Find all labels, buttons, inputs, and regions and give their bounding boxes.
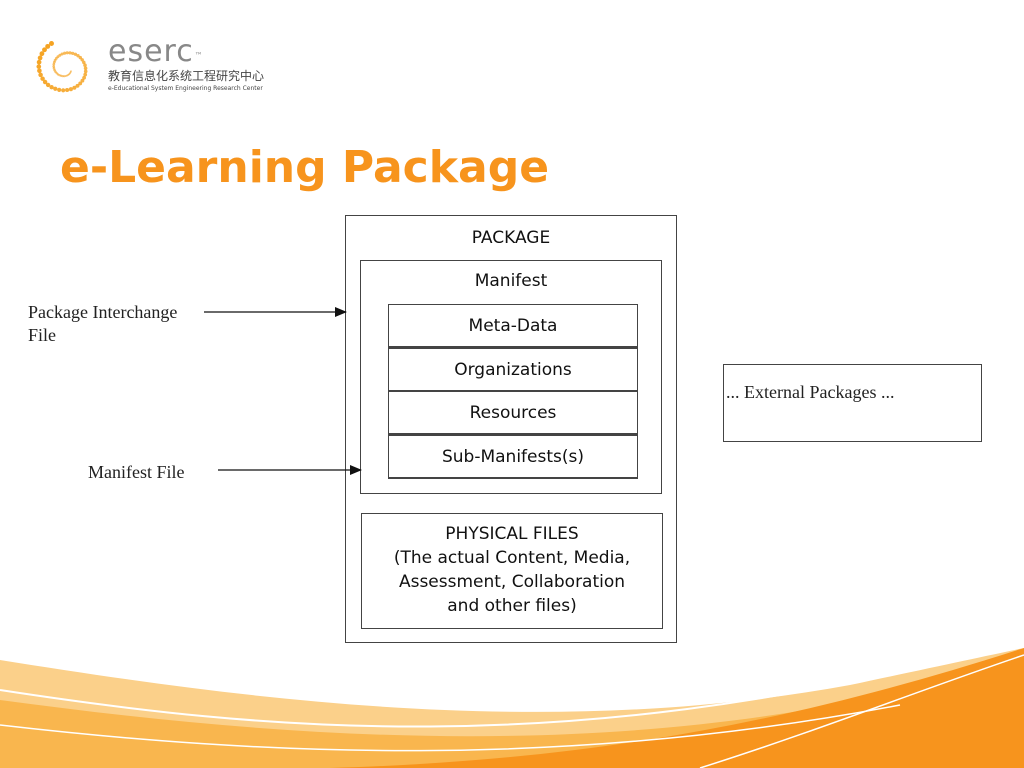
manifest-section-sub-manifests: Sub-Manifests(s) — [388, 435, 638, 479]
physical-files-line: (The actual Content, Media, — [393, 548, 631, 568]
manifest-section-label: Meta-Data — [468, 315, 558, 336]
physical-files-box: PHYSICAL FILES (The actual Content, Medi… — [361, 513, 663, 629]
logo-name: eserc — [108, 34, 194, 69]
manifest-section-label: Sub-Manifests(s) — [441, 446, 585, 467]
manifest-label: Manifest — [474, 271, 548, 291]
manifest-section-meta-data: Meta-Data — [388, 304, 638, 348]
package-interchange-label-line1: Package Interchange — [28, 302, 178, 322]
external-packages-label: ... External Packages ... — [726, 382, 895, 402]
manifest-section-resources: Resources — [388, 391, 638, 435]
external-packages-box: ... External Packages ... — [723, 364, 982, 442]
manifest-section-label: Organizations — [454, 359, 572, 380]
manifest-section-organizations: Organizations — [388, 348, 638, 392]
package-interchange-label-line2: File — [28, 325, 57, 345]
logo-chinese-name: 教育信息化系统工程研究中心 — [108, 69, 265, 83]
logo-english-name: e-Educational System Engineering Researc… — [108, 85, 263, 92]
package-label: PACKAGE — [471, 228, 551, 248]
physical-files-line: PHYSICAL FILES — [445, 524, 579, 544]
eserc-logo: eserc™ 教育信息化系统工程研究中心 e-Educational Syste… — [34, 36, 294, 100]
page-title: e-Learning Package — [60, 142, 550, 193]
logo-trademark: ™ — [194, 51, 204, 60]
eserc-logo-mark-icon — [36, 41, 88, 93]
physical-files-line: Assessment, Collaboration — [398, 572, 626, 592]
manifest-file-label: Manifest File — [88, 462, 185, 482]
physical-files-line: and other files) — [447, 596, 577, 616]
manifest-section-label: Resources — [469, 402, 557, 423]
